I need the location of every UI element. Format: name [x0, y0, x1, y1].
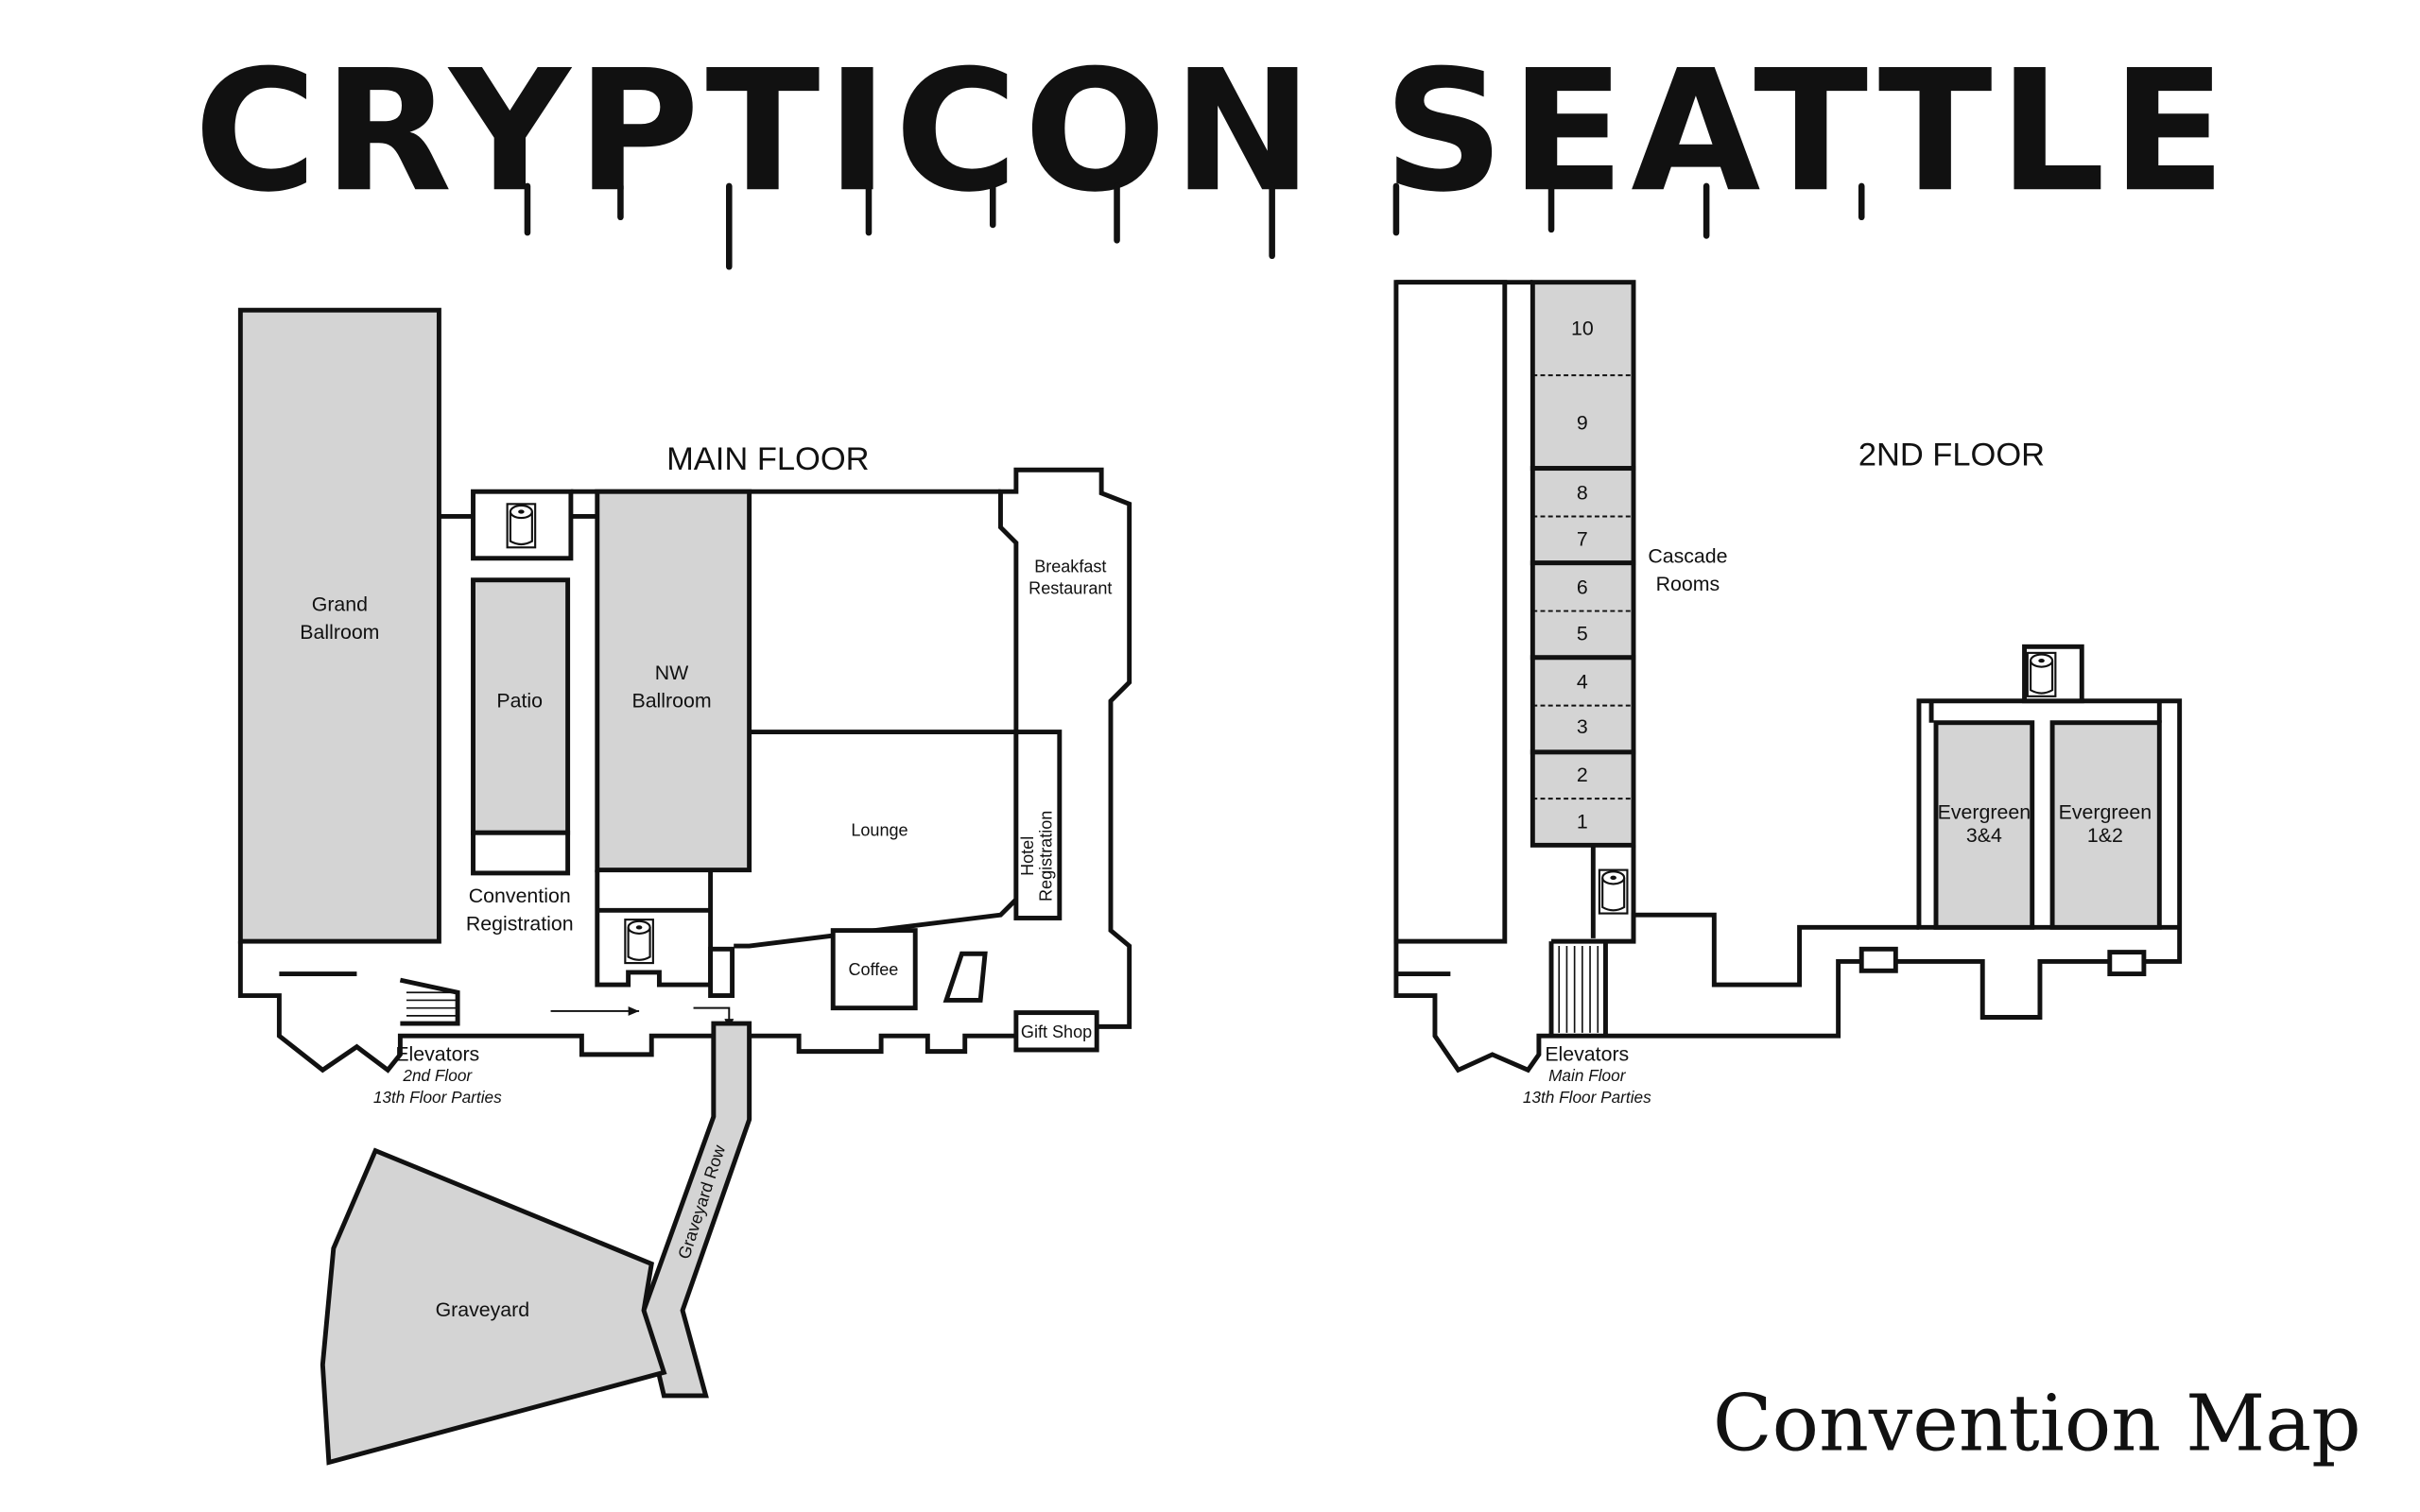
- evergreen-3-4[interactable]: [1933, 720, 2035, 930]
- cascade-room-number: 7: [1577, 528, 1588, 551]
- second-floor-hall: [1393, 280, 1508, 944]
- hotel-registration[interactable]: [1013, 730, 1063, 920]
- elevators-floor-note: 13th Floor Parties: [373, 1088, 502, 1107]
- cascade-room-number: 10: [1571, 317, 1594, 339]
- gift-shop-label: Gift Shop: [1021, 1022, 1092, 1041]
- graveyard[interactable]: [320, 1147, 667, 1466]
- gift-shop[interactable]: [1013, 1010, 1099, 1053]
- elevators-floor-note: 13th Floor Parties: [1523, 1088, 1651, 1107]
- nw-ballroom-label: NW: [655, 662, 689, 684]
- grand-ballroom[interactable]: [237, 307, 441, 944]
- evergreen-label: Evergreen: [2059, 800, 2152, 823]
- cascade-rooms: 10 9 8 7 6 5 4 3 2 1: [1530, 280, 1636, 848]
- main-floor-heading: MAIN FLOOR: [666, 441, 869, 477]
- elevators-floor-note: Main Floor: [1548, 1066, 1627, 1085]
- cascade-room-number: 2: [1577, 764, 1588, 786]
- elevators-label: Elevators: [1545, 1042, 1629, 1065]
- cascade-room-number: 6: [1577, 576, 1588, 599]
- convention-registration-label: Convention: [469, 885, 571, 907]
- evergreen-label: 3&4: [1966, 824, 2002, 847]
- restroom-icon: [1598, 868, 1629, 915]
- cascade-rooms-label: Rooms: [1656, 573, 1720, 595]
- stairs-icon: [1858, 946, 1898, 973]
- restroom-icon: [624, 919, 654, 965]
- event-title: CRYPTICON SEATTLE: [194, 33, 2232, 229]
- grand-ballroom-label: Grand: [312, 593, 368, 616]
- evergreen-label: Evergreen: [1938, 800, 2031, 823]
- restroom-icon: [506, 503, 537, 549]
- elevators-label: Elevators: [395, 1042, 479, 1065]
- cascade-rooms-label: Cascade: [1648, 545, 1727, 568]
- breakfast-restaurant-label: Breakfast: [1034, 558, 1106, 576]
- nw-ballroom-label: Ballroom: [631, 689, 711, 712]
- graveyard-row[interactable]: [641, 1021, 752, 1399]
- convention-registration-desk[interactable]: [471, 830, 571, 876]
- cascade-room-number: 5: [1577, 623, 1588, 645]
- coffee-label: Coffee: [848, 960, 898, 979]
- elevators-floor-note: 2nd Floor: [402, 1066, 473, 1085]
- second-floor-heading: 2ND FLOOR: [1858, 437, 2045, 472]
- convention-registration-label: Registration: [466, 913, 574, 936]
- lounge-label: Lounge: [851, 821, 908, 840]
- stairs-icon: [942, 951, 988, 1003]
- stairs-icon: [2107, 950, 2147, 977]
- grand-ballroom-label: Ballroom: [300, 621, 379, 644]
- cascade-room-number: 3: [1577, 715, 1588, 738]
- coffee[interactable]: [830, 928, 918, 1011]
- breakfast-restaurant-label: Restaurant: [1028, 579, 1112, 598]
- patio[interactable]: [471, 577, 571, 835]
- hotel-registration-label: Registration: [1037, 811, 1056, 902]
- convention-map-title: Convention Map: [1713, 1379, 2361, 1469]
- patio-label: Patio: [496, 689, 543, 712]
- graveyard-label: Graveyard: [436, 1298, 530, 1321]
- hotel-registration-label: Hotel: [1018, 836, 1037, 876]
- cascade-room-number: 8: [1577, 481, 1588, 504]
- cascade-room-number: 9: [1577, 412, 1588, 435]
- evergreen-1-2[interactable]: [2049, 720, 2162, 930]
- evergreen-label: 1&2: [2087, 824, 2123, 847]
- title-drips: [524, 182, 1865, 270]
- stairs-icon: [708, 946, 735, 998]
- nw-ballroom[interactable]: [595, 489, 752, 873]
- restroom-icon: [2026, 651, 2057, 697]
- cascade-room-number: 1: [1577, 810, 1588, 833]
- cascade-room-number: 4: [1577, 671, 1588, 694]
